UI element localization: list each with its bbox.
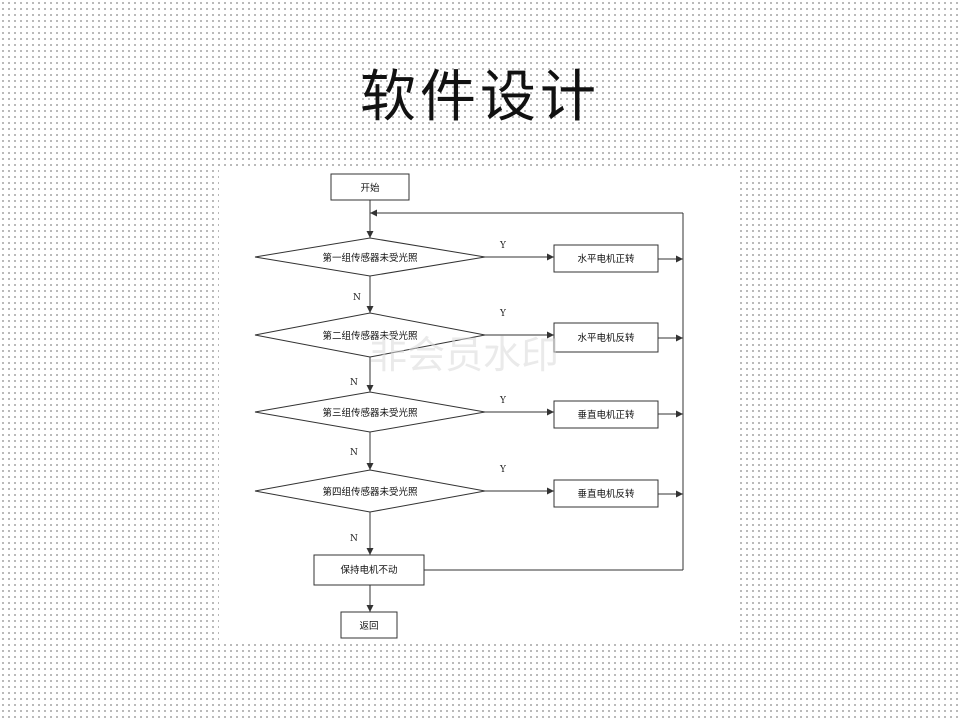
yes-label-2: Y (499, 309, 507, 319)
flowchart: 开始 第一组传感器未受光照 第二组传感器未受光照 第三组传感器未受光照 第四组传… (254, 173, 684, 639)
yes-label-4: Y (499, 465, 507, 475)
hold-label: 保持电机不动 (340, 564, 397, 576)
action-node-4 (553, 479, 659, 508)
action-label-1: 水平电机正转 (577, 253, 635, 265)
end-label: 返回 (359, 620, 378, 632)
decision-label-1: 第一组传感器未受光照 (322, 252, 418, 264)
no-label-4: N (350, 534, 358, 544)
decision-label-3: 第三组传感器未受光照 (322, 407, 418, 419)
decision-label-2: 第二组传感器未受光照 (322, 330, 418, 342)
watermark: 非会员水印 (369, 333, 559, 377)
yes-label-3: Y (499, 396, 507, 406)
start-node (330, 173, 410, 201)
slide-title: 软件设计 (360, 65, 600, 130)
action-label-2: 水平电机反转 (577, 332, 635, 344)
no-label-1: N (353, 293, 361, 303)
flowchart-panel: 开始 第一组传感器未受光照 第二组传感器未受光照 第三组传感器未受光照 第四组传… (219, 168, 738, 642)
action-label-3: 垂直电机正转 (577, 409, 635, 421)
hold-node (313, 554, 425, 586)
start-label: 开始 (360, 182, 380, 194)
no-label-2: N (350, 378, 358, 388)
yes-label-1: Y (499, 241, 507, 251)
no-label-3: N (350, 448, 358, 458)
decision-label-4: 第四组传感器未受光照 (322, 486, 418, 498)
action-node-1 (553, 244, 659, 273)
end-node (340, 611, 398, 639)
action-label-4: 垂直电机反转 (577, 488, 635, 500)
